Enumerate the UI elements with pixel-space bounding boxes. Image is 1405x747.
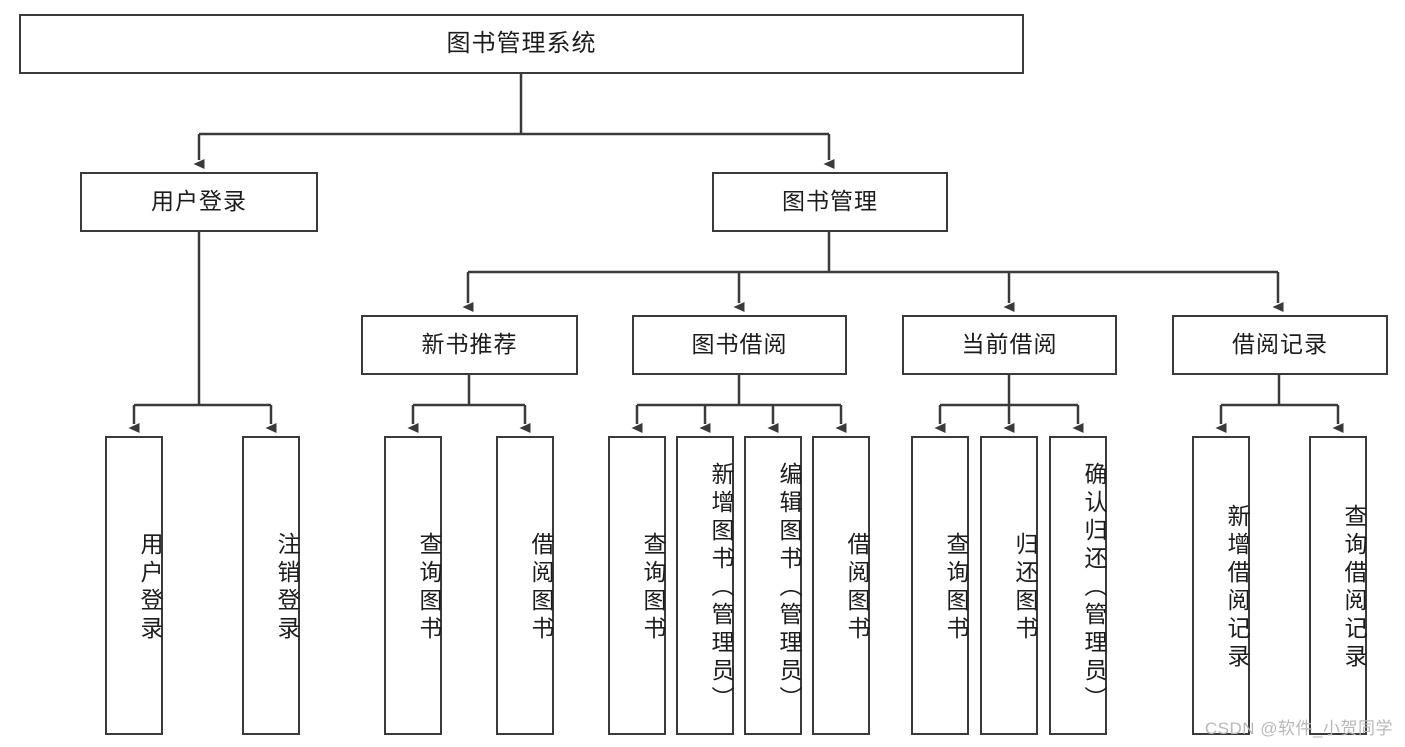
leaf-new-book-query[interactable]: 查询图书 <box>384 436 442 735</box>
node-borrow-record[interactable]: 借阅记录 <box>1172 315 1388 375</box>
leaf-borrow-record-query[interactable]: 查询借阅记录 <box>1309 436 1367 735</box>
node-new-book-recommend[interactable]: 新书推荐 <box>361 315 578 375</box>
leaf-current-borrow-query[interactable]: 查询图书 <box>911 436 969 735</box>
node-label: 图书管理系统 <box>446 29 597 57</box>
leaf-book-borrow-borrow[interactable]: 借阅图书 <box>812 436 870 735</box>
leaf-user-login-logout[interactable]: 注销登录 <box>242 436 300 735</box>
node-label: 注销登录 <box>274 531 300 644</box>
node-label: 借阅图书 <box>528 531 554 644</box>
node-current-borrow[interactable]: 当前借阅 <box>902 315 1117 375</box>
leaf-current-borrow-confirm-return[interactable]: 确认归还（管理员） <box>1049 436 1107 735</box>
node-label: 编辑图书（管理员） <box>776 461 802 714</box>
csdn-watermark: CSDN @软件_小贺同学 <box>1204 719 1393 738</box>
node-label: 新增借阅记录 <box>1224 503 1250 672</box>
leaf-book-borrow-add[interactable]: 新增图书（管理员） <box>676 436 734 735</box>
node-user-login[interactable]: 用户登录 <box>80 172 318 232</box>
node-label: 图书管理 <box>782 188 878 215</box>
node-label: 归还图书 <box>1012 531 1038 644</box>
node-label: 借阅图书 <box>844 531 870 644</box>
node-label: 查询借阅记录 <box>1341 503 1367 672</box>
node-book-borrow[interactable]: 图书借阅 <box>632 315 847 375</box>
leaf-new-book-borrow[interactable]: 借阅图书 <box>496 436 554 735</box>
node-label: 图书借阅 <box>691 331 788 358</box>
node-label: 当前借阅 <box>961 331 1058 358</box>
node-label: 查询图书 <box>943 531 969 644</box>
node-label: 新书推荐 <box>421 331 518 358</box>
node-label: 用户登录 <box>137 531 163 644</box>
node-label: 确认归还（管理员） <box>1081 461 1107 714</box>
node-label: 查询图书 <box>640 531 666 644</box>
node-label: 新增图书（管理员） <box>708 461 734 714</box>
node-book-management[interactable]: 图书管理 <box>712 172 948 232</box>
node-label: 用户登录 <box>151 188 247 215</box>
node-label: 查询图书 <box>416 531 442 644</box>
leaf-borrow-record-add[interactable]: 新增借阅记录 <box>1192 436 1250 735</box>
node-root-system[interactable]: 图书管理系统 <box>19 14 1024 74</box>
leaf-book-borrow-query[interactable]: 查询图书 <box>608 436 666 735</box>
leaf-book-borrow-edit[interactable]: 编辑图书（管理员） <box>744 436 802 735</box>
node-label: 借阅记录 <box>1232 331 1328 358</box>
leaf-user-login-login[interactable]: 用户登录 <box>105 436 163 735</box>
leaf-current-borrow-return[interactable]: 归还图书 <box>980 436 1038 735</box>
